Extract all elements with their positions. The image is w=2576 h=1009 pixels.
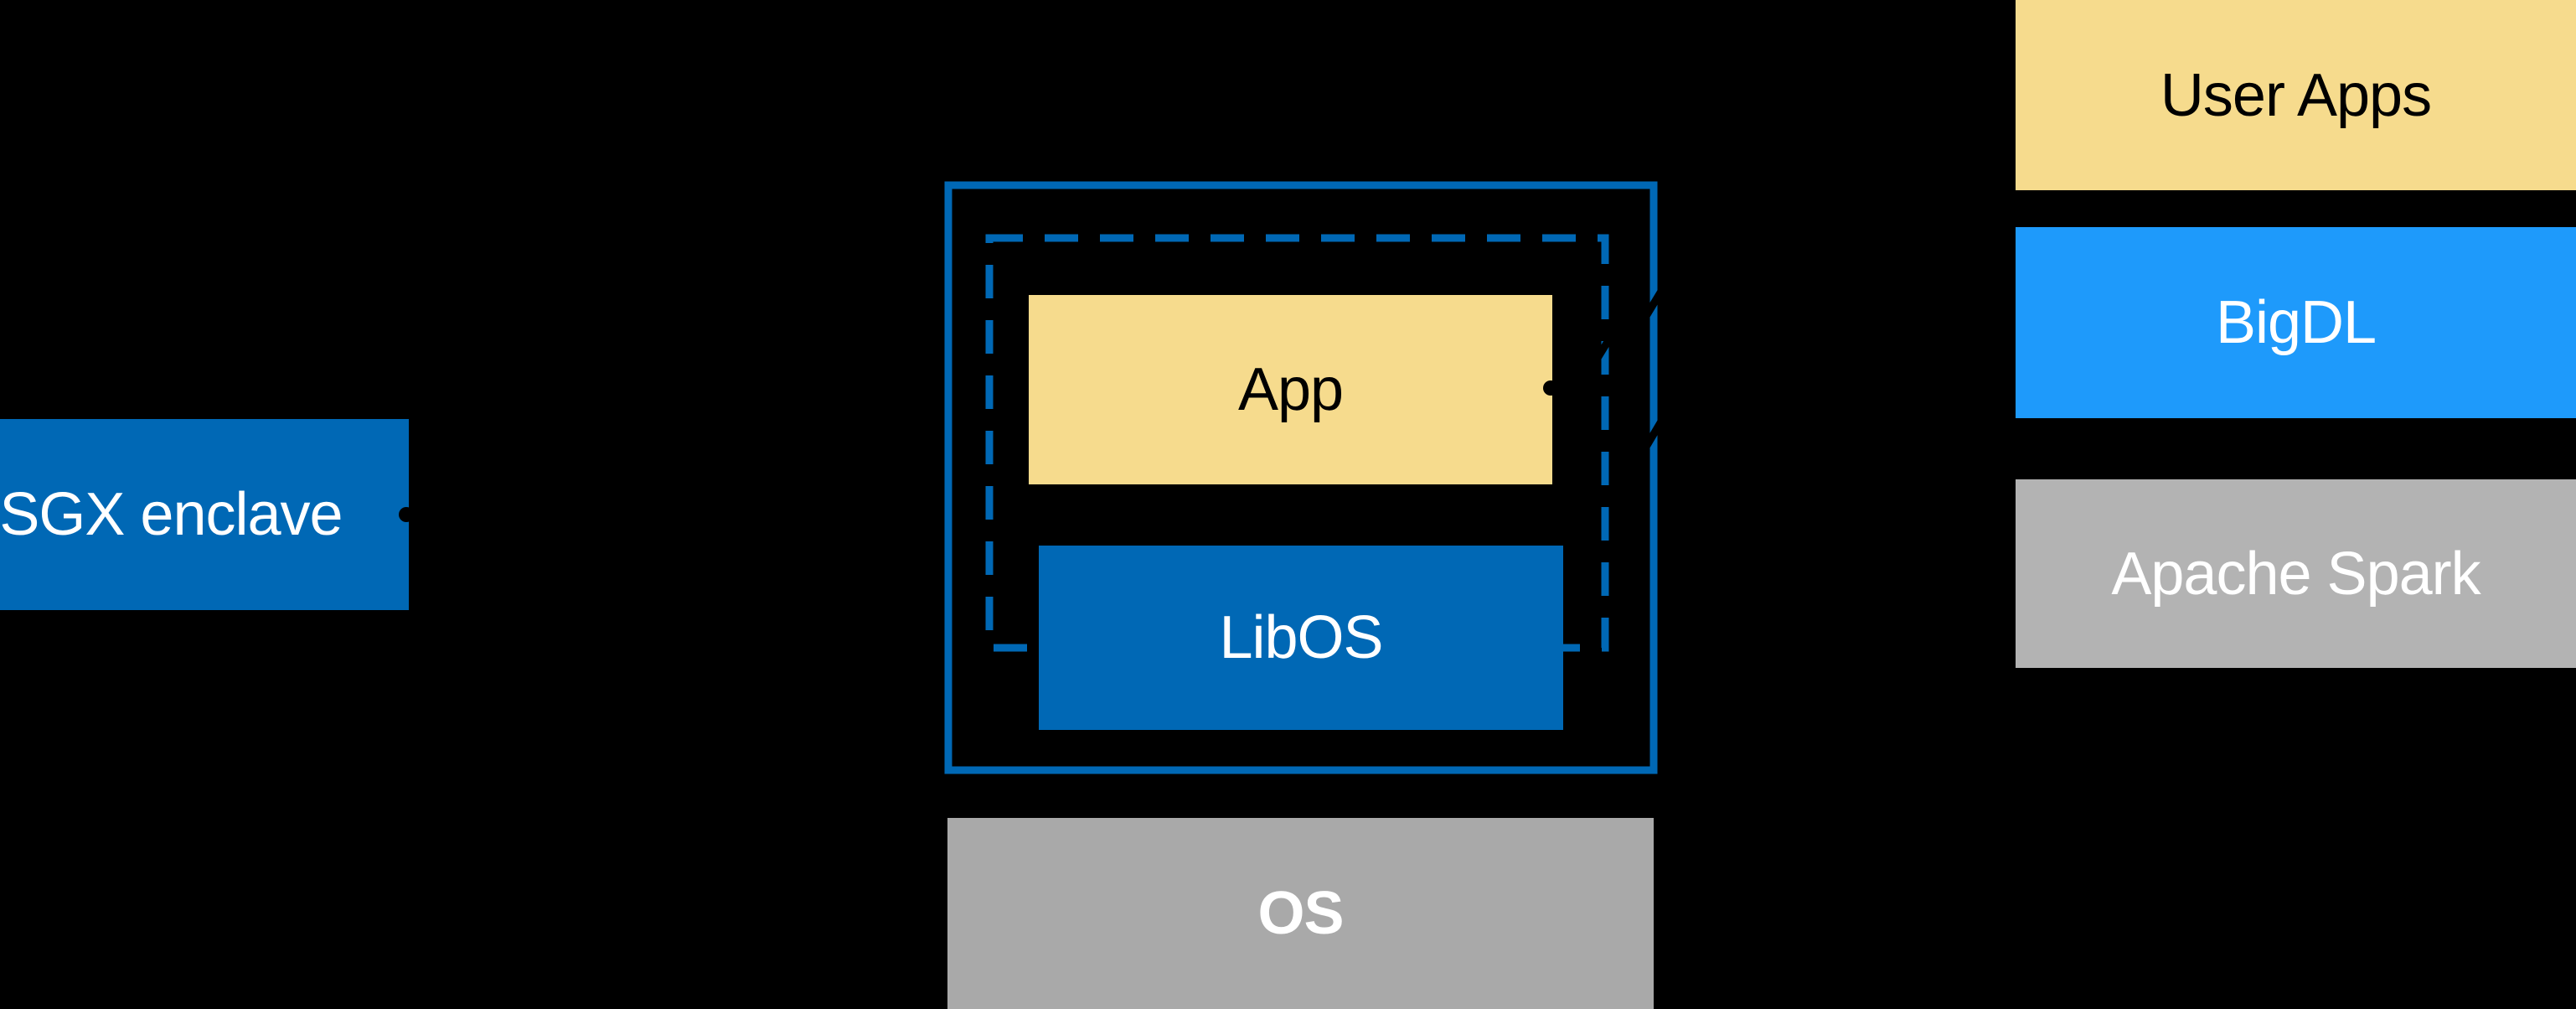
connector-cut-dashed-border [1589, 320, 1623, 369]
stack-user-apps-label: User Apps [2160, 61, 2432, 129]
app-label: App [1237, 356, 1344, 423]
libos-box: LibOS [1039, 546, 1563, 730]
sgx-enclave-box: SGX enclave [0, 419, 409, 610]
app-box: App [1029, 295, 1552, 484]
sgx-enclave-label: SGX enclave [0, 481, 343, 548]
connector-cut-outer-border-upper [1635, 279, 1670, 331]
stack-user-apps-box: User Apps [2016, 0, 2576, 190]
stack-apache-spark-label: Apache Spark [2111, 540, 2480, 608]
stack-apache-spark-box: Apache Spark [2016, 479, 2576, 668]
stack-bigdl-label: BigDL [2215, 289, 2377, 356]
os-label: OS [1257, 880, 1344, 947]
os-box: OS [947, 818, 1654, 1009]
connector-cut-outer-border-lower [1637, 409, 1670, 459]
libos-label: LibOS [1219, 604, 1383, 671]
stack-bigdl-box: BigDL [2016, 227, 2576, 418]
